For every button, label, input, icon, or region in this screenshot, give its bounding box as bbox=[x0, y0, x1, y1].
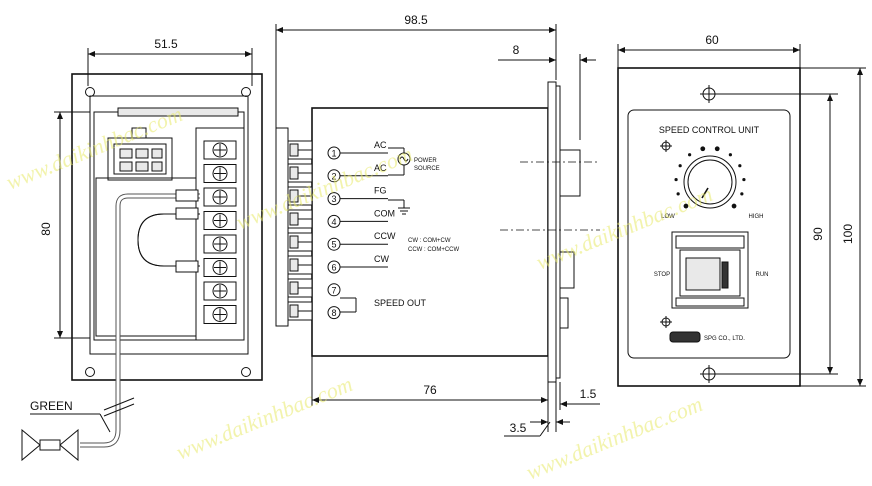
terminal-number: 4 bbox=[331, 217, 336, 227]
cw-note: CW : COM+CW bbox=[408, 238, 451, 244]
low-label: LOW bbox=[661, 214, 675, 220]
panel-title: SPEED CONTROL UNIT bbox=[659, 125, 760, 135]
terminal-label: CCW bbox=[374, 231, 396, 241]
terminal-number-circle bbox=[327, 306, 341, 320]
terminal-label: AC bbox=[374, 163, 387, 173]
dim-front-height: 100 bbox=[841, 224, 855, 244]
front-view: 60 90 100 SPEED CONTROL UNIT bbox=[617, 33, 866, 387]
dim-rear-width: 51.5 bbox=[154, 37, 178, 51]
scale-dot bbox=[676, 192, 680, 196]
run-label: RUN bbox=[756, 272, 769, 278]
power-source-label-1: POWER bbox=[414, 158, 437, 164]
terminal-label: CW bbox=[374, 254, 389, 264]
dim-side-thickness: 3.5 bbox=[510, 421, 527, 435]
terminal-label: AC bbox=[374, 140, 387, 150]
high-label: HIGH bbox=[749, 214, 764, 220]
stop-label: STOP bbox=[654, 272, 670, 278]
dim-side-length: 98.5 bbox=[404, 13, 428, 27]
scale-dot bbox=[728, 153, 732, 157]
dim-front-width: 60 bbox=[705, 33, 719, 47]
ccw-note: CCW : COM+CCW bbox=[408, 247, 459, 253]
terminal-number: 5 bbox=[331, 240, 336, 250]
dim-rear-height: 80 bbox=[39, 222, 53, 236]
screw-icon bbox=[212, 189, 228, 205]
terminal-label: FG bbox=[374, 186, 387, 196]
company-name: SPG CO., LTD. bbox=[704, 336, 745, 342]
scale-dot bbox=[683, 203, 689, 209]
scale-dot bbox=[740, 192, 744, 196]
terminal-number: 8 bbox=[331, 308, 336, 318]
company-logo bbox=[669, 331, 701, 343]
screw-icon bbox=[212, 236, 228, 252]
scale-dot bbox=[731, 203, 737, 209]
scale-dot bbox=[678, 164, 682, 168]
screw-icon bbox=[212, 260, 228, 275]
power-source-label-2: SOURCE bbox=[414, 166, 440, 172]
speed-knob[interactable] bbox=[683, 155, 737, 209]
terminal-label: COM bbox=[374, 208, 395, 218]
watermark-text-5: www.daikinhbac.com bbox=[523, 391, 706, 485]
screw-icon bbox=[212, 283, 228, 299]
terminal-number: 3 bbox=[331, 194, 336, 204]
terminal-number: 1 bbox=[331, 149, 336, 159]
scale-dot bbox=[674, 177, 678, 182]
scale-dot bbox=[700, 146, 706, 152]
scale-dot bbox=[738, 164, 742, 168]
screw-icon bbox=[212, 166, 228, 181]
screw-icon bbox=[212, 142, 228, 158]
dim-front-inner-height: 90 bbox=[811, 227, 825, 241]
screw-icon bbox=[212, 213, 228, 228]
wire-label: GREEN bbox=[30, 399, 73, 413]
terminal-number: 7 bbox=[331, 285, 336, 295]
speed-out-label: SPEED OUT bbox=[374, 298, 427, 308]
dim-side-flange: 8 bbox=[513, 43, 520, 57]
terminal-number: 2 bbox=[331, 171, 336, 181]
watermark-text-2: www.daikinhbac.com bbox=[233, 141, 416, 235]
scale-dot bbox=[714, 146, 720, 152]
screw-icon bbox=[212, 307, 228, 322]
scale-dot bbox=[688, 153, 692, 157]
dim-side-body: 76 bbox=[423, 383, 437, 397]
scale-dot bbox=[742, 177, 746, 182]
rear-view: 51.5 80 bbox=[21, 37, 263, 462]
dim-side-plate: 1.5 bbox=[580, 387, 597, 401]
terminal-number: 6 bbox=[331, 263, 336, 273]
watermark-text-4: www.daikinhbac.com bbox=[173, 371, 356, 465]
terminal-number-circle bbox=[327, 283, 341, 297]
